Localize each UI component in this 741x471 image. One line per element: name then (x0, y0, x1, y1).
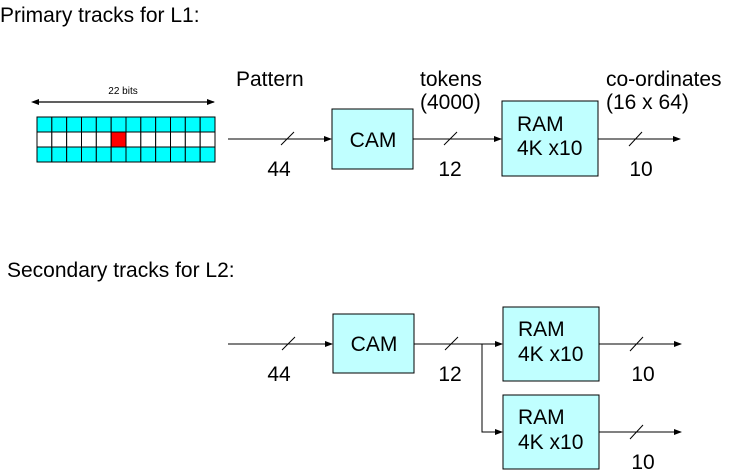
cam-label: CAM (350, 129, 397, 152)
grid-cell (155, 116, 171, 133)
grid-cell (140, 116, 157, 133)
bus-slash-icon (281, 336, 296, 351)
grid-cell (110, 116, 127, 133)
output-width-label: 10 (631, 451, 654, 471)
bus-slash-icon (628, 131, 643, 147)
grid-cell (81, 116, 97, 133)
grid-cell (95, 116, 112, 133)
grid-cell (66, 116, 82, 133)
tokens-count-label: (4000) (420, 91, 481, 114)
grid-cell (184, 116, 201, 133)
ram-box-upper (502, 306, 600, 382)
grid-cell (184, 131, 201, 148)
ram-label: RAM (518, 406, 565, 429)
grid-cell (199, 116, 216, 133)
grid-cell (51, 131, 68, 148)
grid-cell (155, 131, 171, 148)
primary-heading: Primary tracks for L1: (0, 4, 200, 27)
bus-slash-icon (443, 131, 458, 146)
ram-size-label: 4K x10 (517, 137, 582, 160)
bus-slash-icon (444, 336, 459, 351)
output-width-label: 10 (631, 363, 654, 386)
bus-slash-icon (280, 131, 295, 146)
grid-cell (36, 146, 53, 163)
grid-cell (81, 146, 97, 163)
cam-label: CAM (351, 333, 398, 356)
grid-cell (155, 146, 171, 163)
ram-size-label: 4K x10 (518, 343, 583, 366)
secondary-heading: Secondary tracks for L2: (7, 259, 235, 282)
cam-box (331, 108, 414, 170)
grid-cell (110, 146, 127, 163)
grid-cell (95, 131, 112, 148)
pattern-width-label: 44 (267, 363, 291, 386)
grid-cell (170, 146, 186, 163)
pattern-label: Pattern (236, 68, 304, 91)
grid-cell (95, 146, 112, 163)
coordinates-dims-label: (16 x 64) (606, 91, 689, 114)
grid-cell (125, 131, 142, 148)
grid-cell (51, 146, 68, 163)
grid-cell (199, 146, 216, 163)
grid-cell (81, 131, 97, 148)
ram-box (501, 100, 599, 177)
coordinates-width-label: 10 (629, 158, 652, 181)
grid-cell (66, 131, 82, 148)
grid-cell (140, 131, 157, 148)
grid-cell (170, 131, 186, 148)
ram-label: RAM (517, 113, 564, 136)
cam-box (332, 313, 415, 374)
bus-slash-icon (629, 424, 644, 440)
bus-slash-icon (629, 336, 644, 352)
grid-cell (125, 146, 142, 163)
ram-label: RAM (518, 318, 565, 341)
grid-cell (184, 146, 201, 163)
grid-cell (140, 146, 157, 163)
grid-cell (125, 116, 142, 133)
tokens-width-label: 12 (438, 158, 461, 181)
tokens-branch-arrow (481, 344, 503, 435)
grid-cell (66, 146, 82, 163)
grid-cell (36, 131, 53, 148)
grid-cell (51, 116, 68, 133)
grid-cell (170, 116, 186, 133)
grid-cell (199, 131, 216, 148)
bit-pattern-grid (36, 116, 216, 163)
coordinates-label: co-ordinates (606, 68, 722, 91)
pattern-width-label: 44 (267, 158, 291, 181)
grid-cell-highlighted (110, 131, 127, 148)
tokens-label: tokens (420, 68, 482, 91)
grid-width-label: 22 bits (108, 86, 137, 97)
tokens-width-label: 12 (438, 363, 461, 386)
ram-size-label: 4K x10 (518, 431, 583, 454)
grid-cell (36, 116, 53, 133)
ram-box-lower (502, 394, 600, 470)
